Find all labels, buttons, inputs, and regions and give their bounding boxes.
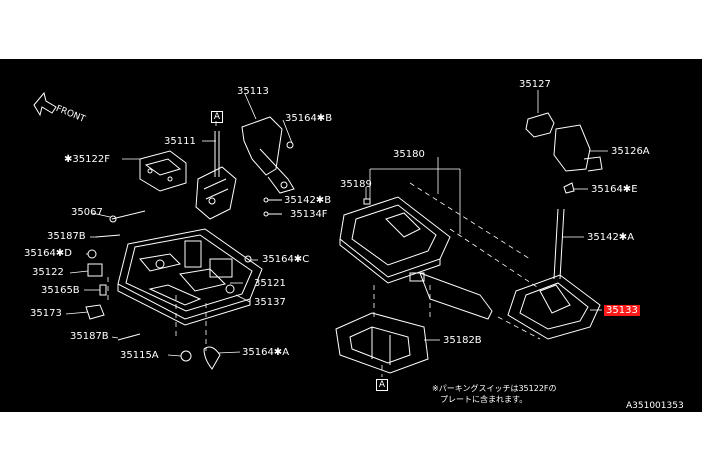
part-label-35126A[interactable]: 35126A	[611, 146, 650, 157]
clip-35165B	[99, 284, 107, 296]
part-label-35142A[interactable]: 35142✱A	[587, 232, 635, 243]
part-label-35121[interactable]: 35121	[254, 278, 286, 289]
part-label-35134F[interactable]: 35134F	[290, 209, 328, 220]
connector-harness	[409, 272, 493, 320]
part-35142B	[263, 197, 282, 203]
part-label-35164E[interactable]: 35164✱E	[591, 184, 638, 195]
part-label-35111[interactable]: 35111	[164, 136, 196, 147]
indicator-plate-35180	[339, 196, 451, 284]
housing-35182B	[335, 312, 429, 374]
bolt-35187B-bottom	[117, 333, 141, 341]
figure-id: A351001353	[626, 401, 684, 411]
sensor-35189	[363, 198, 371, 205]
block-35173	[85, 304, 105, 320]
clip-35164B	[286, 141, 294, 149]
part-label-35142B[interactable]: 35142✱B	[284, 195, 332, 206]
part-label-35122F[interactable]: ✱35122F	[64, 154, 110, 165]
bolt-35187B-top	[95, 234, 121, 238]
part-label-35127[interactable]: 35127	[519, 79, 551, 90]
ref-box-a-top: A	[211, 111, 223, 123]
part-label-35180[interactable]: 35180	[393, 149, 425, 160]
part-label-35164B[interactable]: 35164✱B	[285, 113, 333, 124]
part-label-35173[interactable]: 35173	[30, 308, 62, 319]
clip-35164C	[244, 255, 252, 263]
part-label-35115A[interactable]: 35115A	[120, 350, 159, 361]
bracket-35113	[241, 116, 295, 194]
note-line-1: ※パーキングスイッチは35122Fの	[432, 384, 557, 393]
clip-35164A	[203, 346, 221, 370]
part-label-35133-highlighted[interactable]: 35133	[604, 305, 640, 316]
part-label-35187B-bottom[interactable]: 35187B	[70, 331, 109, 342]
knob-35127	[525, 112, 555, 138]
note-line-2: プレートに含まれます。	[440, 395, 528, 404]
part-label-35164C[interactable]: 35164✱C	[262, 254, 310, 265]
shift-lever	[195, 131, 237, 220]
part-label-35189[interactable]: 35189	[340, 179, 372, 190]
clip-35164D	[87, 249, 97, 259]
part-label-35164D[interactable]: 35164✱D	[24, 248, 72, 259]
part-label-35164A[interactable]: 35164✱A	[242, 347, 290, 358]
pin-35115A	[180, 350, 192, 362]
connector-35122	[87, 263, 103, 277]
knob-35126A	[553, 124, 603, 172]
part-label-35187B-top[interactable]: 35187B	[47, 231, 86, 242]
parts-diagram: FRONT A A 35113 35111 35164✱B ✱35122F 35…	[0, 59, 702, 412]
part-label-35165B[interactable]: 35165B	[41, 285, 80, 296]
boot-35133	[507, 274, 601, 340]
part-label-35067[interactable]: 35067	[71, 207, 103, 218]
part-label-35137[interactable]: 35137	[254, 297, 286, 308]
diagram-drawing	[33, 90, 608, 377]
park-switch-35122F	[139, 150, 187, 192]
part-label-35182B[interactable]: 35182B	[443, 335, 482, 346]
front-arrow-icon	[33, 91, 57, 117]
ref-box-a-bottom: A	[376, 379, 388, 391]
part-label-35113[interactable]: 35113	[237, 86, 269, 97]
shifter-base-plate	[117, 228, 263, 326]
part-label-35122[interactable]: 35122	[32, 267, 64, 278]
part-35134F	[263, 211, 282, 217]
clip-35164E	[563, 182, 575, 194]
rod-35142A	[553, 208, 565, 280]
bolt-35067	[109, 210, 146, 223]
